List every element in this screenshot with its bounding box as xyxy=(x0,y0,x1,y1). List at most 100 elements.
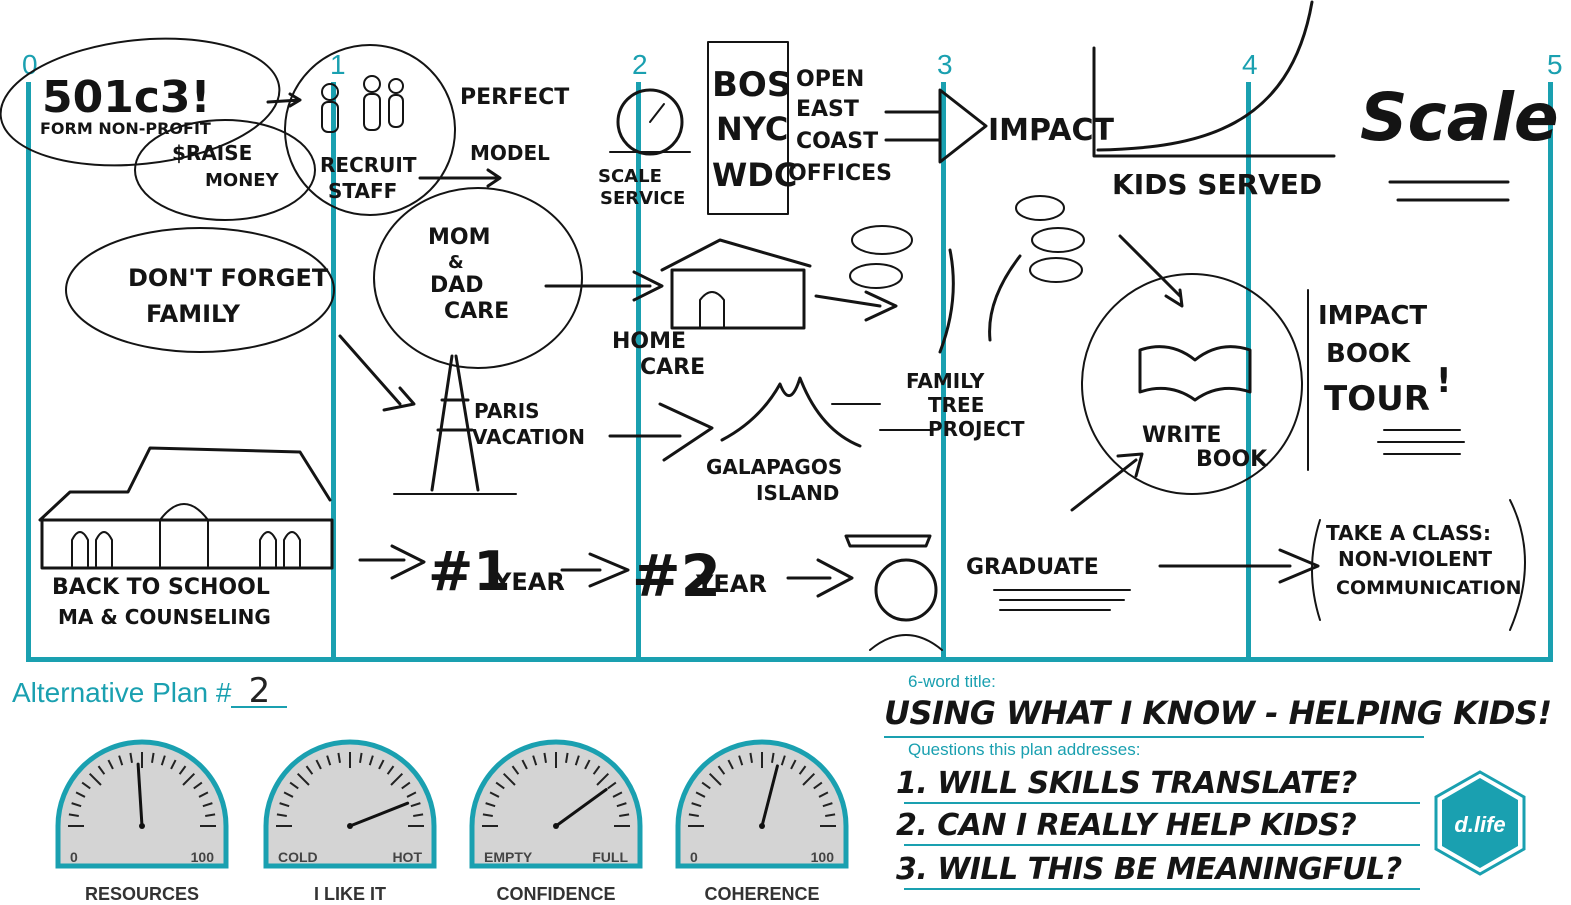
gauge-tick xyxy=(401,781,411,790)
gauge-tick xyxy=(565,752,569,763)
gauge-max-label: HOT xyxy=(392,849,422,865)
text-family-tree-3: PROJECT xyxy=(928,417,1025,441)
gauge-body xyxy=(469,739,643,869)
text-family-tree-2: TREE xyxy=(928,393,984,417)
text-ma-counseling: MA & COUNSELING xyxy=(58,605,271,629)
gauge-tick xyxy=(283,791,294,798)
text-scale-big: Scale xyxy=(1360,79,1559,156)
gauge-pivot xyxy=(759,823,765,829)
gauge-tick xyxy=(107,759,114,770)
gauge-tick xyxy=(574,755,580,766)
gauge-tick xyxy=(717,765,726,775)
gauge-max-label: 100 xyxy=(191,849,215,865)
arrow-to-year2 xyxy=(560,552,630,588)
house-doodle xyxy=(660,238,812,330)
six-word-title: USING WHAT I KNOW - HELPING KIDS! xyxy=(884,694,1552,732)
timeline-bar-5 xyxy=(1548,82,1553,662)
gauge-tick xyxy=(390,772,404,786)
gauge-tick xyxy=(485,802,496,808)
gauge-tick xyxy=(368,755,374,766)
gauge-tick xyxy=(205,813,216,817)
gauge-tick xyxy=(378,759,385,770)
class-brackets xyxy=(1311,499,1526,631)
gauge-tick xyxy=(780,755,786,766)
text-scale: SCALE xyxy=(598,166,662,187)
gauge-tick xyxy=(279,802,290,808)
text-book: BOOK xyxy=(1196,447,1268,472)
gauge-needle xyxy=(760,764,779,828)
gauge-tick xyxy=(822,802,833,808)
text-year2-label: YEAR xyxy=(695,570,767,598)
cities-box xyxy=(707,41,789,215)
dlife-logo-text: d.life xyxy=(1454,812,1505,837)
gauge-title: I LIKE IT xyxy=(314,884,386,904)
marker-5: 5 xyxy=(1547,49,1563,80)
gauge-tick xyxy=(482,813,493,817)
gauge-tick xyxy=(619,813,630,817)
text-home-care: CARE xyxy=(640,355,705,380)
text-island: ISLAND xyxy=(756,481,839,505)
gauge-tick xyxy=(616,802,627,808)
gauge-max-label: FULL xyxy=(592,849,628,865)
gauge-needle xyxy=(554,788,608,828)
gauge-tick xyxy=(326,755,332,766)
gauge-tick xyxy=(151,752,155,763)
people-doodle xyxy=(321,75,404,133)
gauge-tick xyxy=(178,765,187,775)
school-building-doodle xyxy=(38,446,334,570)
gauge-tick xyxy=(276,813,287,817)
book-doodle xyxy=(1081,234,1303,495)
marker-3: 3 xyxy=(937,49,953,80)
gauge-tick xyxy=(790,759,797,770)
text-mom: MOM xyxy=(428,225,491,250)
gauge-pivot xyxy=(553,823,559,829)
gauge-tick xyxy=(160,755,166,766)
gauge-tick xyxy=(612,791,623,798)
text-501c3: 501c3! xyxy=(42,72,211,123)
doodle-oval-money xyxy=(134,119,316,221)
gauge-tick xyxy=(489,791,500,798)
gauge-tick xyxy=(182,772,196,786)
gauge-title: COHERENCE xyxy=(704,884,819,904)
text-family: FAMILY xyxy=(146,300,241,328)
question-2-underline xyxy=(904,844,1420,846)
gauge-tick xyxy=(521,759,528,770)
gauge-tick xyxy=(170,759,177,770)
text-year2-number: #2 xyxy=(632,542,721,610)
question-1: 1. WILL SKILLS TRANSLATE? xyxy=(896,766,1357,801)
gauge-body xyxy=(263,739,437,869)
dlife-logo: d.life xyxy=(1434,770,1526,876)
text-coast: COAST xyxy=(796,129,878,154)
question-3: 3. WILL THIS BE MEANINGFUL? xyxy=(896,852,1402,887)
gauge-tick xyxy=(68,813,79,817)
text-staff: STAFF xyxy=(328,179,397,203)
arrow-to-home xyxy=(544,270,664,302)
doodle-oval-mom-dad xyxy=(373,187,583,369)
marker-4: 4 xyxy=(1242,49,1258,80)
plan-label: Alternative Plan # xyxy=(12,677,232,708)
text-year1-number: #1 xyxy=(428,540,511,603)
speedometer-doodle xyxy=(609,88,691,156)
gauge-tick xyxy=(511,765,520,775)
gauge-tick xyxy=(813,781,823,790)
timeline-markers: 0 1 2 3 4 5 xyxy=(22,49,1563,80)
gauge-tick xyxy=(88,772,102,786)
timeline-bar-1 xyxy=(331,82,336,662)
gauge-tick xyxy=(771,752,775,763)
gauge-tick xyxy=(596,772,610,786)
gauge-tick xyxy=(97,765,106,775)
title-underline xyxy=(884,736,1424,738)
text-graduate: GRADUATE xyxy=(966,555,1099,580)
marker-1: 1 xyxy=(330,49,346,80)
timeline-baseline xyxy=(26,657,1553,662)
marker-0: 0 xyxy=(22,49,38,80)
island-doodle xyxy=(720,376,931,448)
timeline-bar-0 xyxy=(26,82,31,662)
text-wdc: WDC xyxy=(712,156,797,194)
gauge-tick xyxy=(825,813,836,817)
gauge-tick xyxy=(315,759,322,770)
